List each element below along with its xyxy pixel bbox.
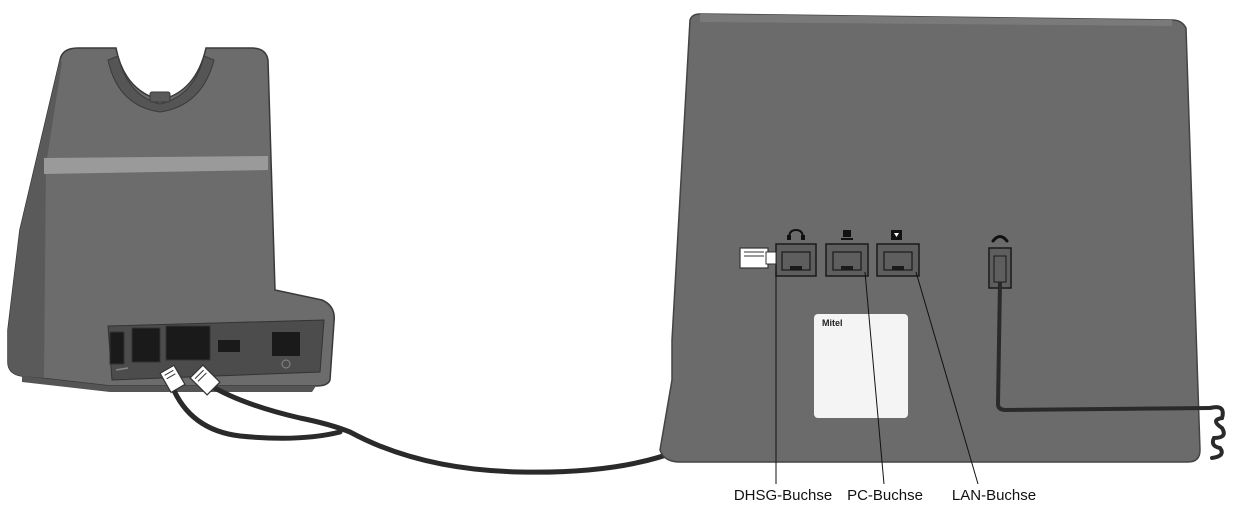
plug-headset-2 [189,364,221,396]
port-symbol-1 [115,367,129,371]
pc-icon [841,230,853,240]
headset-port-2 [131,327,161,363]
headset-base-shade [8,60,62,378]
desk-phone: Mitel [659,13,1201,463]
headset-usb-port [218,340,240,352]
network-icon [891,230,902,240]
phone-body [659,13,1201,463]
handset-cord-coil [1208,405,1226,460]
phone-label-panel: Mitel [814,314,908,418]
callout-lines [775,271,979,485]
headset-icon [787,228,805,240]
cable-headset-1 [169,383,343,441]
pc-port [825,243,869,277]
label-pc: PC-Buchse [847,487,923,504]
handset-port [988,247,1012,289]
handset-cord-straight [996,281,1211,412]
headset-port-3 [165,325,211,361]
handset-icon [991,235,1009,243]
phone-label-brand: Mitel [822,318,843,328]
cradle-clip [149,91,171,103]
dhsg-plug [739,247,777,269]
handset-cord [996,281,1226,460]
plug-headset-1 [159,364,186,394]
headset-cradle [107,55,215,113]
power-symbol-icon [281,359,291,369]
callout-line-pc [864,271,885,485]
headset-port-1 [109,331,125,365]
dhsg-port [775,243,817,277]
label-lan: LAN-Buchse [952,487,1036,504]
headset-base-band [44,156,268,174]
headset-power-port [272,332,300,356]
headset-base-foot [22,376,316,392]
headset-base [7,47,335,392]
label-dhsg: DHSG-Buchse [734,487,832,504]
callout-line-lan [915,271,979,485]
phone-top-edge [700,14,1172,26]
lan-port [876,243,920,277]
